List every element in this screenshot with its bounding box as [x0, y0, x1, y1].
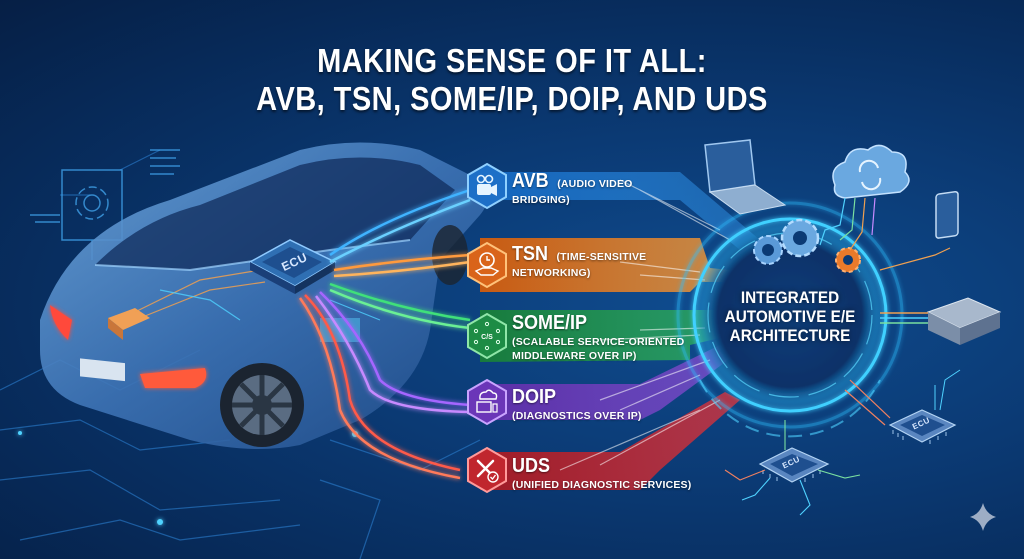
protocol-abbr: UDS: [512, 455, 551, 477]
protocol-uds: UDS (UNIFIED DIAGNOSTIC SERVICES): [512, 455, 712, 492]
protocol-abbr: DOIP: [512, 386, 557, 408]
page-title: MAKING SENSE OF IT ALL: AVB, TSN, SOME/I…: [61, 42, 962, 118]
gears-icon: [753, 218, 861, 273]
svg-text:C/S: C/S: [481, 334, 493, 341]
smartphone-icon: [879, 190, 959, 271]
protocol-full-name-cont: NETWORKING): [512, 267, 591, 279]
wrench-check-icon: [467, 446, 507, 494]
protocol-full-name-cont: MIDDLEWARE OVER IP): [512, 350, 637, 362]
title-line-1: MAKING SENSE OF IT ALL:: [317, 42, 707, 79]
client-server-network-icon: C/S: [467, 312, 507, 360]
cloud-diagnostic-icon: [467, 378, 507, 426]
video-camera-icon: [467, 162, 507, 210]
protocol-avb: AVB (AUDIO VIDEO BRIDGING): [512, 170, 672, 207]
protocol-abbr: SOME/IP: [512, 312, 588, 334]
protocol-full-name: (SCALABLE SERVICE-ORIENTED: [512, 336, 685, 348]
protocol-full-name: (TIME-SENSITIVE: [556, 251, 647, 263]
sparkle-icon: [970, 503, 996, 531]
ecu-chip-right: [844, 369, 961, 444]
protocol-someip: SOME/IP (SCALABLE SERVICE-ORIENTED MIDDL…: [512, 312, 712, 363]
protocol-full-name: (DIAGNOSTICS OVER IP): [512, 410, 642, 422]
central-ecu-chip: [248, 239, 337, 294]
hub-label: INTEGRATED AUTOMOTIVE E/E ARCHITECTURE: [700, 288, 880, 345]
title-line-2: AVB, TSN, SOME/IP, DOIP, AND UDS: [256, 80, 768, 117]
cloud-sync-icon: [819, 144, 910, 251]
signal-fibers: [298, 188, 471, 480]
clock-handshake-icon: [467, 241, 507, 289]
laptop-icon: [704, 139, 787, 215]
protocol-bands: [480, 172, 760, 490]
hub-label-line-1: INTEGRATED: [740, 288, 840, 307]
protocol-icons: C/S: [467, 162, 507, 494]
ecu-chip-left: [724, 420, 861, 516]
protocol-tsn: TSN (TIME-SENSITIVE NETWORKING): [512, 243, 692, 280]
protocol-doip: DOIP (DIAGNOSTICS OVER IP): [512, 386, 692, 423]
car-illustration: [40, 142, 488, 449]
control-module-icon: [880, 297, 1002, 345]
protocol-full-name: (AUDIO VIDEO: [557, 178, 633, 190]
protocol-full-name: (UNIFIED DIAGNOSTIC SERVICES): [512, 479, 692, 491]
hub-label-line-3: ARCHITECTURE: [729, 326, 851, 345]
protocol-full-name-cont: BRIDGING): [512, 194, 570, 206]
protocol-abbr: TSN: [512, 243, 548, 265]
hub-label-line-2: AUTOMOTIVE E/E: [724, 307, 856, 326]
protocol-abbr: AVB: [512, 170, 549, 192]
hud-gear-panel: [30, 149, 180, 260]
